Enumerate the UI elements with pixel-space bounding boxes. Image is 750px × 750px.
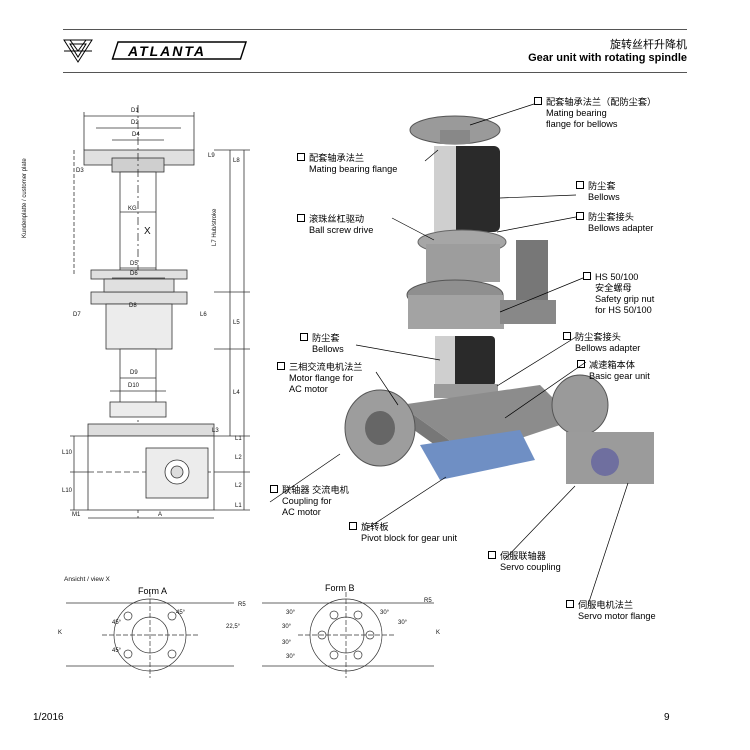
form-b-angle-5: 30°	[380, 610, 390, 616]
dim-l4: L4	[233, 390, 240, 396]
dim-d2: D2	[131, 120, 139, 126]
dim-l5: L5	[233, 320, 240, 326]
dim-l3: L3	[212, 428, 219, 434]
dim-d10: D10	[128, 383, 140, 389]
dim-m1: M1	[72, 512, 81, 518]
dim-kg: KG	[128, 206, 137, 212]
customer-plate-label: Kundenplatte / customer plate	[22, 158, 28, 238]
dim-l2-top: L2	[235, 455, 242, 461]
callout-motor-flange: 三相交流电机法兰 Motor flange for AC motor	[277, 362, 363, 395]
callout-leaders	[269, 103, 629, 606]
form-a-r: R5	[238, 602, 246, 608]
dim-l10-bottom: L10	[62, 488, 73, 494]
brand-wordmark	[111, 41, 247, 60]
dim-d1: D1	[131, 108, 139, 114]
callout-servo-coupling: 伺服联轴器 Servo coupling	[488, 551, 561, 573]
form-b-drawing	[262, 592, 434, 678]
dim-d8: D8	[129, 303, 137, 309]
form-a-k: K	[58, 630, 63, 636]
form-a-angle-4: 22,5°	[226, 624, 241, 630]
form-b-angle-2: 30°	[282, 624, 292, 630]
view-x-label: Ansicht / view X	[64, 576, 110, 583]
dim-l6: L6	[200, 312, 207, 318]
callout-bellows-lower: 防尘套 Bellows	[300, 333, 344, 355]
tech-drawing	[70, 105, 250, 520]
form-b-angle-1: 30°	[286, 610, 296, 616]
exploded-unit-illustration	[344, 115, 654, 484]
callout-ball-screw: 滚珠丝杠驱动 Ball screw drive	[297, 214, 373, 236]
footer-date: 1/2016	[33, 712, 64, 723]
form-b-r: R5	[424, 598, 432, 604]
callout-basic-gear-unit: 减速箱本体 Basic gear unit	[577, 360, 650, 382]
callout-bellows-adapter-lower: 防尘套接头 Bellows adapter	[563, 332, 640, 354]
form-b-title: Form B	[325, 583, 355, 593]
callout-safety-nut: HS 50/100 安全螺母 Safety grip nut for HS 50…	[583, 272, 654, 316]
dim-d4: D4	[132, 132, 140, 138]
view-x-marker: X	[144, 226, 151, 237]
form-a-angle-3: 45°	[176, 610, 186, 616]
form-a-title: Form A	[138, 586, 168, 596]
header-bottom-rule	[63, 72, 687, 73]
callout-servo-motor-flange: 伺服电机法兰 Servo motor flange	[566, 600, 656, 622]
stroke-label: L7 Hub/stroke	[212, 208, 218, 246]
form-b-angle-3: 30°	[282, 640, 292, 646]
callout-bellows-adapter-top: 防尘套接头 Bellows adapter	[576, 212, 653, 234]
title-cn: 旋转丝杆升降机	[610, 39, 687, 51]
callout-bellows-top: 防尘套 Bellows	[576, 181, 620, 203]
form-a-angle-1: 45°	[112, 620, 122, 626]
dim-l9: L9	[208, 153, 215, 159]
form-a-drawing	[66, 592, 234, 678]
dim-l8: L8	[233, 158, 240, 164]
form-a-angle-2: 45°	[112, 648, 122, 654]
brand-name: ATLANTA	[128, 43, 207, 59]
dim-d9: D9	[130, 370, 138, 376]
form-b-angle-6: 30°	[398, 620, 408, 626]
dim-d7: D7	[73, 312, 81, 318]
form-b-k: K	[436, 630, 441, 636]
dim-d6: D6	[130, 271, 138, 277]
page-number: 9	[664, 712, 670, 723]
atlanta-logo-icon	[63, 39, 93, 63]
header-top-rule	[63, 29, 687, 30]
dim-l1-top: L1	[235, 436, 242, 442]
callout-coupling: 联轴器 交流电机 Coupling for AC motor	[270, 485, 349, 518]
callout-mating-flange-bellows: 配套轴承法兰（配防尘套） Mating bearing flange for b…	[534, 97, 656, 130]
dim-a: A	[158, 512, 163, 518]
dim-d3: D3	[76, 168, 84, 174]
form-b-angle-4: 30°	[286, 654, 296, 660]
dim-l2-bottom: L2	[235, 483, 242, 489]
callout-mating-flange: 配套轴承法兰 Mating bearing flange	[297, 153, 397, 175]
dim-d5: D5	[130, 261, 138, 267]
title-en: Gear unit with rotating spindle	[528, 52, 687, 64]
callout-pivot-block: 旋转板 Pivot block for gear unit	[349, 522, 457, 544]
dim-l1-bottom: L1	[235, 503, 242, 509]
dim-l10-top: L10	[62, 450, 73, 456]
